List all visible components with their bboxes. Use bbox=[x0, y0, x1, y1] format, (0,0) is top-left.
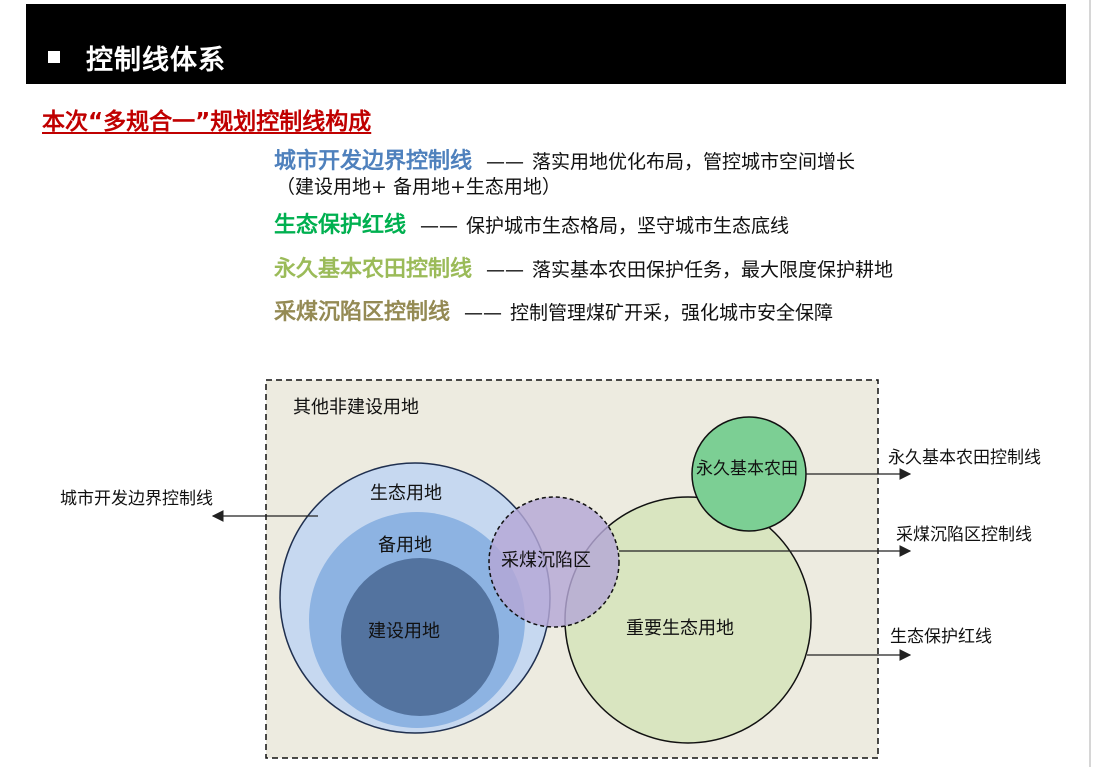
desc-eco-red-line: 保护城市生态格局，坚守城市生态底线 bbox=[466, 215, 790, 237]
desc-farmland: 落实基本农田保护任务，最大限度保护耕地 bbox=[532, 259, 894, 281]
control-line-urban-boundary: 城市开发边界控制线 —— 落实用地优化布局，管控城市空间增长 bbox=[274, 143, 855, 175]
callout-eco-red-line: 生态保护红线 bbox=[890, 627, 992, 647]
callout-subsidence-line: 采煤沉陷区控制线 bbox=[896, 525, 1032, 545]
circle-subsidence-area bbox=[488, 496, 620, 628]
desc-subsidence: 控制管理煤矿开采，强化城市安全保障 bbox=[510, 302, 834, 324]
dash: —— bbox=[420, 215, 459, 237]
urban-boundary-subtext: （建设用地+ 备用地+生态用地） bbox=[276, 176, 561, 198]
dash: —— bbox=[486, 259, 525, 281]
section-title: 本次“多规合一”规划控制线构成 bbox=[42, 109, 372, 135]
label-permanent-farmland: 永久基本农田 bbox=[696, 459, 798, 479]
callout-urban-boundary: 城市开发边界控制线 bbox=[60, 489, 213, 509]
region-label: 其他非建设用地 bbox=[293, 397, 419, 418]
label-ecological-land: 生态用地 bbox=[370, 483, 442, 504]
label-important-ecological-land: 重要生态用地 bbox=[626, 618, 734, 639]
control-line-subsidence: 采煤沉陷区控制线 —— 控制管理煤矿开采，强化城市安全保障 bbox=[274, 294, 833, 326]
label-subsidence-area: 采煤沉陷区 bbox=[501, 550, 591, 571]
term-urban-boundary: 城市开发边界控制线 bbox=[274, 149, 473, 174]
desc-urban-boundary: 落实用地优化布局，管控城市空间增长 bbox=[532, 151, 856, 173]
term-eco-red-line: 生态保护红线 bbox=[274, 213, 407, 238]
label-reserve-land: 备用地 bbox=[378, 535, 432, 556]
term-farmland: 永久基本农田控制线 bbox=[274, 257, 473, 282]
term-subsidence: 采煤沉陷区控制线 bbox=[274, 300, 451, 325]
label-construction-land: 建设用地 bbox=[368, 621, 440, 642]
page-title: 控制线体系 bbox=[86, 45, 226, 76]
circle-construction-land bbox=[341, 558, 499, 716]
square-bullet-icon bbox=[48, 51, 60, 63]
dash: —— bbox=[486, 151, 525, 173]
control-line-farmland: 永久基本农田控制线 —— 落实基本农田保护任务，最大限度保护耕地 bbox=[274, 251, 893, 283]
callout-farmland-line: 永久基本农田控制线 bbox=[888, 448, 1041, 468]
dash: —— bbox=[464, 302, 503, 324]
right-edge-rule bbox=[1089, 0, 1091, 767]
control-line-eco-red-line: 生态保护红线 —— 保护城市生态格局，坚守城市生态底线 bbox=[274, 207, 789, 239]
header-bar: 控制线体系 bbox=[26, 4, 1066, 84]
